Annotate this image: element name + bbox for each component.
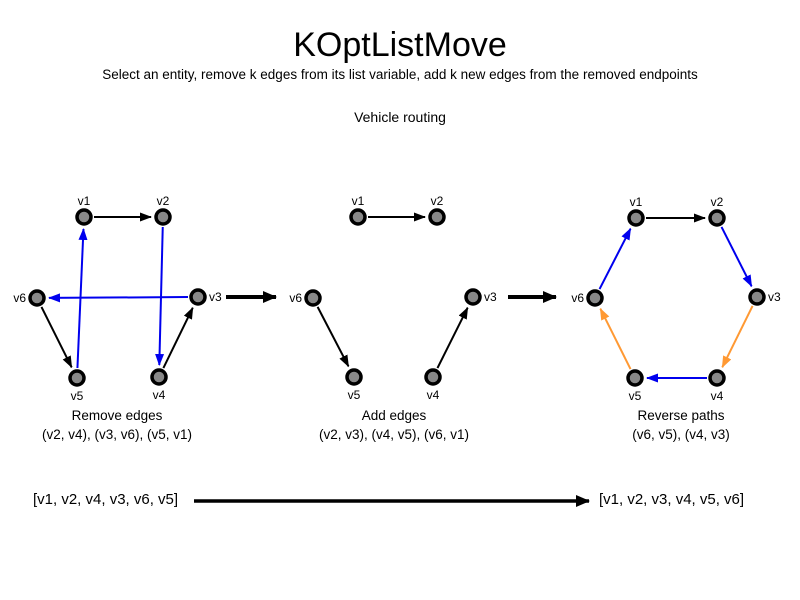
- node-label-v6: v6: [289, 291, 302, 305]
- node-label-v1: v1: [352, 194, 365, 208]
- node-v4: [424, 368, 442, 386]
- node-v5: [626, 369, 644, 387]
- node-label-v5: v5: [71, 389, 84, 403]
- node-v6: [586, 289, 604, 307]
- context-label: Vehicle routing: [354, 109, 446, 125]
- node-label-v6: v6: [571, 291, 584, 305]
- sequence-after: [v1, v2, v3, v4, v5, v6]: [599, 491, 745, 508]
- node-label-v1: v1: [630, 195, 643, 209]
- caption-remove-edges: Remove edges (v2, v4), (v3, v6), (v5, v1…: [7, 406, 227, 444]
- node-label-v5: v5: [348, 388, 361, 402]
- node-v4: [708, 369, 726, 387]
- page-subtitle: Select an entity, remove k edges from it…: [102, 67, 698, 82]
- caption-detail: (v2, v3), (v4, v5), (v6, v1): [318, 427, 470, 442]
- sequence-before: [v1, v2, v4, v3, v6, v5]: [33, 491, 179, 508]
- node-v4: [150, 368, 168, 386]
- node-label-v2: v2: [157, 194, 170, 208]
- page-title: KOptListMove: [293, 26, 507, 64]
- node-v2: [154, 208, 172, 226]
- diagram-remove: v1 v2 v6 v3 v5 v4: [13, 194, 222, 403]
- node-v3: [464, 288, 482, 306]
- edge-v4-v3: [162, 306, 194, 369]
- edge-v6-v1: [598, 227, 632, 290]
- node-label-v3: v3: [768, 290, 781, 304]
- node-v6: [304, 289, 322, 307]
- node-v3: [189, 288, 207, 306]
- caption-title: Remove edges: [71, 408, 163, 423]
- caption-reverse-paths: Reverse paths (v6, v5), (v4, v3): [571, 406, 791, 444]
- edge-v4-v3: [436, 306, 469, 369]
- edge-v3-v6: [47, 293, 189, 303]
- edge-v5-v6: [599, 307, 632, 370]
- node-label-v6: v6: [13, 291, 26, 305]
- node-label-v1: v1: [78, 194, 91, 208]
- node-v1: [75, 208, 93, 226]
- diagram-add: v1 v2 v6 v3 v5 v4: [289, 194, 497, 402]
- node-label-v4: v4: [711, 389, 724, 403]
- diagram-reverse: v1 v2 v6 v3 v5 v4: [571, 195, 781, 403]
- node-v1: [627, 209, 645, 227]
- node-label-v3: v3: [484, 290, 497, 304]
- edge-v3-v4: [721, 305, 754, 369]
- caption-add-edges: Add edges (v2, v3), (v4, v5), (v6, v1): [284, 406, 504, 444]
- edge-v6-v5: [316, 306, 350, 368]
- node-label-v5: v5: [629, 389, 642, 403]
- node-label-v4: v4: [153, 388, 166, 402]
- node-v1: [349, 208, 367, 226]
- caption-title: Add edges: [361, 408, 427, 423]
- node-v5: [68, 369, 86, 387]
- node-v3: [748, 288, 766, 306]
- node-v6: [28, 289, 46, 307]
- caption-detail: (v6, v5), (v4, v3): [632, 427, 730, 442]
- edge-v2-v4: [155, 226, 165, 367]
- node-v2: [708, 209, 726, 227]
- caption-detail: (v2, v4), (v3, v6), (v5, v1): [41, 427, 193, 442]
- node-v5: [345, 368, 363, 386]
- node-label-v3: v3: [209, 290, 222, 304]
- node-label-v2: v2: [711, 195, 724, 209]
- node-label-v2: v2: [431, 194, 444, 208]
- node-label-v4: v4: [427, 388, 440, 402]
- caption-title: Reverse paths: [637, 408, 725, 423]
- edge-v2-v3: [720, 226, 753, 288]
- node-v2: [428, 208, 446, 226]
- edge-v6-v5: [40, 306, 73, 369]
